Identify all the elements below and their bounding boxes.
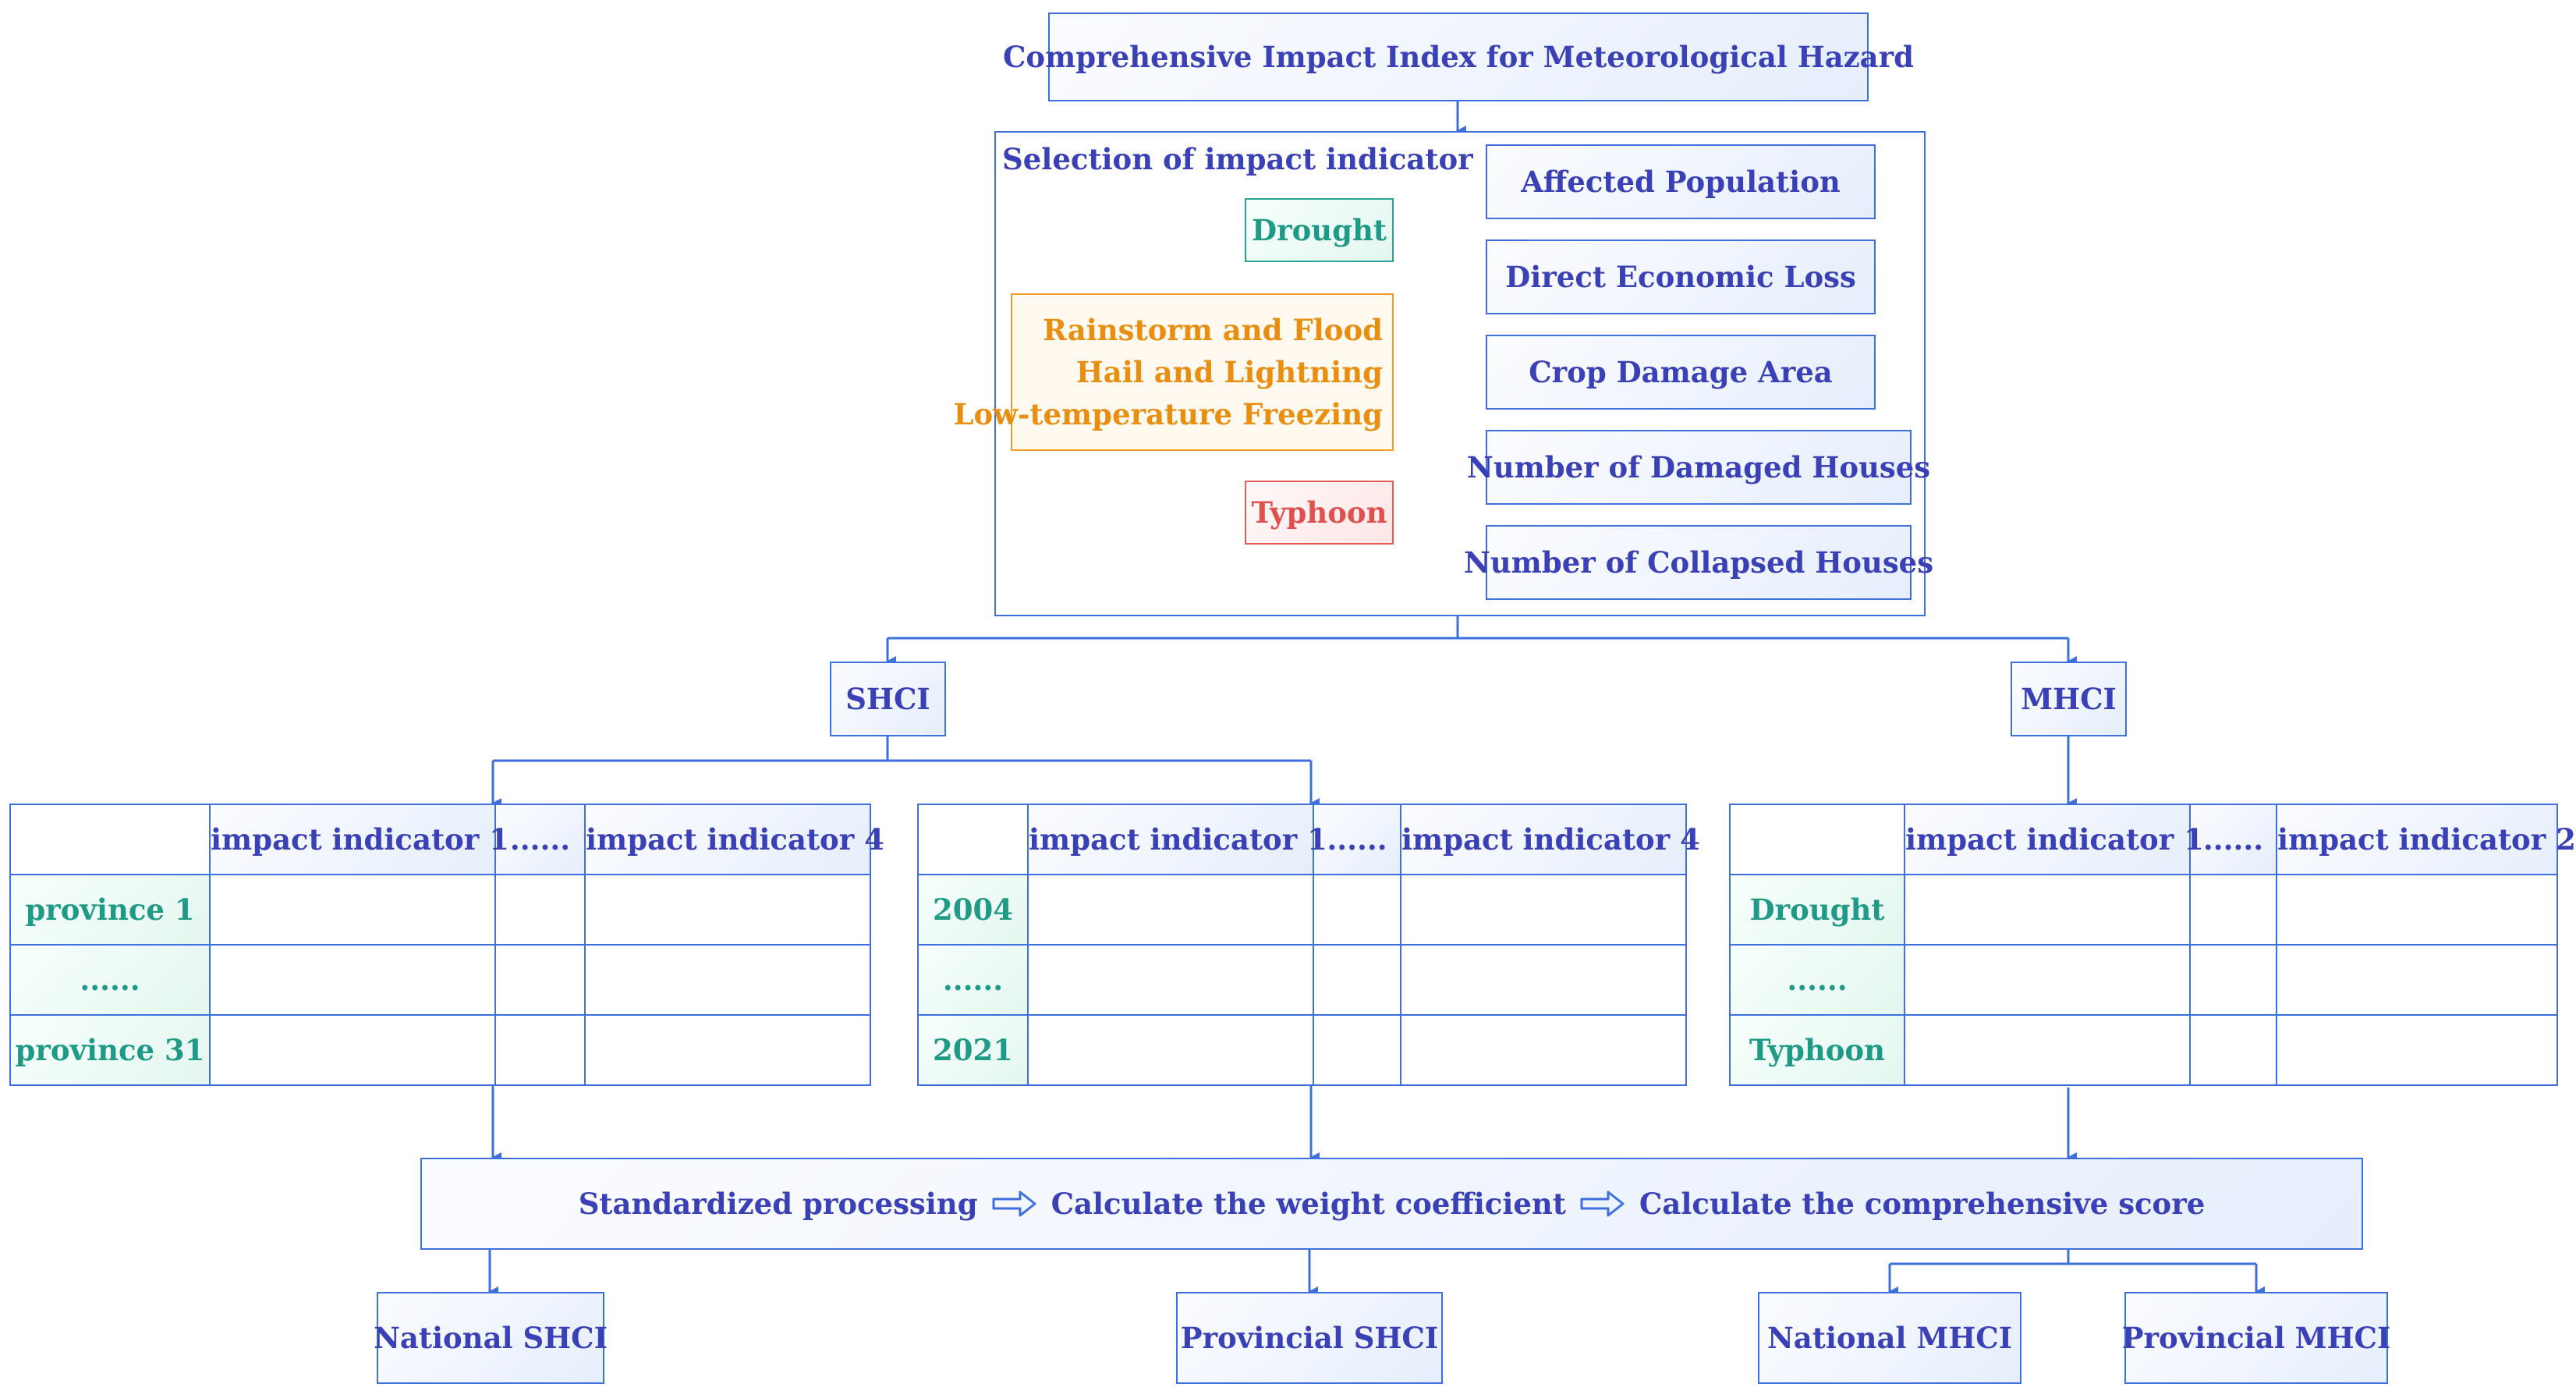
table-cell xyxy=(1027,1014,1314,1086)
step-comprehensive-score: Calculate the comprehensive score xyxy=(1639,1187,2206,1221)
table-row: ...... xyxy=(9,944,871,1016)
table-cell xyxy=(2276,874,2558,946)
row-header: province 1 xyxy=(9,874,211,946)
indicator-affected-population: Affected Population xyxy=(1486,144,1876,219)
table-cell xyxy=(584,1014,871,1086)
output-national-mhci: National MHCI xyxy=(1758,1292,2021,1384)
table-cell xyxy=(1027,874,1314,946)
province-table: impact indicator 1 ...... impact indicat… xyxy=(9,804,884,1086)
hazard-drought: Drought xyxy=(1245,198,1394,262)
table-row: 2004 xyxy=(917,874,1687,946)
table-cell xyxy=(2189,874,2277,946)
table-cell xyxy=(584,874,871,946)
year-table: impact indicator 1 ...... impact indicat… xyxy=(917,804,1700,1086)
connector-process-outputs xyxy=(488,1250,2265,1297)
hazard-low-temperature-freezing: Low-temperature Freezing xyxy=(953,397,1383,431)
row-header: province 31 xyxy=(9,1014,211,1086)
hazard-hail-lightning: Hail and Lightning xyxy=(1075,355,1383,389)
column-header: ...... xyxy=(494,804,586,875)
column-header: impact indicator 1 xyxy=(209,804,509,875)
table-corner-cell xyxy=(917,804,1029,875)
connector-selection-split xyxy=(886,616,2077,667)
column-header: ...... xyxy=(2189,804,2277,875)
output-provincial-shci: Provincial SHCI xyxy=(1176,1292,1443,1384)
column-header: impact indicator 4 xyxy=(1400,804,1700,875)
indicator-direct-economic-loss: Direct Economic Loss xyxy=(1486,240,1876,314)
row-header: Drought xyxy=(1729,874,1905,946)
row-header: ...... xyxy=(9,944,211,1016)
table-header-row: impact indicator 1 ...... impact indicat… xyxy=(1729,804,2576,875)
table-cell xyxy=(1400,944,1687,1016)
table-cell xyxy=(1904,1014,2191,1086)
table-corner-cell xyxy=(1729,804,1905,875)
indicator-crop-damage-area: Crop Damage Area xyxy=(1486,335,1876,410)
table-cell xyxy=(1313,1014,1401,1086)
table-cell xyxy=(2276,944,2558,1016)
table-cell xyxy=(1313,944,1401,1016)
hazard-typhoon: Typhoon xyxy=(1245,481,1394,545)
step-standardized-processing: Standardized processing xyxy=(578,1187,978,1221)
output-provincial-mhci: Provincial MHCI xyxy=(2122,1292,2390,1384)
table-row: Typhoon xyxy=(1729,1014,2558,1086)
shci-node: SHCI xyxy=(830,662,946,736)
indicator-collapsed-houses: Number of Collapsed Houses xyxy=(1464,525,1933,600)
table-cell xyxy=(494,874,586,946)
table-row: ...... xyxy=(917,944,1687,1016)
table-cell xyxy=(1904,944,2191,1016)
table-cell xyxy=(209,944,496,1016)
table-cell xyxy=(2189,944,2277,1016)
table-cell xyxy=(494,1014,586,1086)
table-cell xyxy=(2276,1014,2558,1086)
table-row: Drought xyxy=(1729,874,2558,946)
hazard-rainstorm-flood: Rainstorm and Flood xyxy=(1043,313,1383,347)
indicator-damaged-houses: Number of Damaged Houses xyxy=(1467,430,1930,505)
table-cell xyxy=(584,944,871,1016)
row-header: 2021 xyxy=(917,1014,1029,1086)
table-header-row: impact indicator 1 ...... impact indicat… xyxy=(9,804,884,875)
column-header: impact indicator 1 xyxy=(1027,804,1327,875)
table-corner-cell xyxy=(9,804,211,875)
column-header: impact indicator 1 xyxy=(1904,804,2204,875)
selection-label: Selection of impact indicator xyxy=(1002,142,1473,176)
table-row: province 1 xyxy=(9,874,871,946)
hazard-table: impact indicator 1 ...... impact indicat… xyxy=(1729,804,2576,1086)
hazard-rain-group: Rainstorm and Flood Hail and Lightning L… xyxy=(953,293,1394,451)
column-header: impact indicator 4 xyxy=(584,804,884,875)
row-header: Typhoon xyxy=(1729,1014,1905,1086)
table-header-row: impact indicator 1 ...... impact indicat… xyxy=(917,804,1700,875)
row-header: 2004 xyxy=(917,874,1029,946)
table-cell xyxy=(209,874,496,946)
table-row: ...... xyxy=(1729,944,2558,1016)
row-header: ...... xyxy=(1729,944,1905,1016)
table-cell xyxy=(1400,1014,1687,1086)
table-row: province 31 xyxy=(9,1014,871,1086)
table-cell xyxy=(1027,944,1314,1016)
output-national-shci: National SHCI xyxy=(374,1292,608,1384)
column-header: ...... xyxy=(1313,804,1401,875)
table-row: 2021 xyxy=(917,1014,1687,1086)
table-cell xyxy=(2189,1014,2277,1086)
process-box: Standardized processing Calculate the we… xyxy=(420,1158,2363,1250)
table-cell xyxy=(209,1014,496,1086)
column-header: impact indicator 2 xyxy=(2276,804,2576,875)
mhci-node: MHCI xyxy=(2011,662,2127,736)
table-cell xyxy=(494,944,586,1016)
table-cell xyxy=(1400,874,1687,946)
table-cell xyxy=(1313,874,1401,946)
hollow-arrow-icon xyxy=(1580,1190,1625,1217)
table-cell xyxy=(1904,874,2191,946)
title-box: Comprehensive Impact Index for Meteorolo… xyxy=(1003,12,1914,101)
hollow-arrow-icon xyxy=(992,1190,1036,1217)
row-header: ...... xyxy=(917,944,1029,1016)
step-weight-coefficient: Calculate the weight coefficient xyxy=(1051,1187,1566,1221)
